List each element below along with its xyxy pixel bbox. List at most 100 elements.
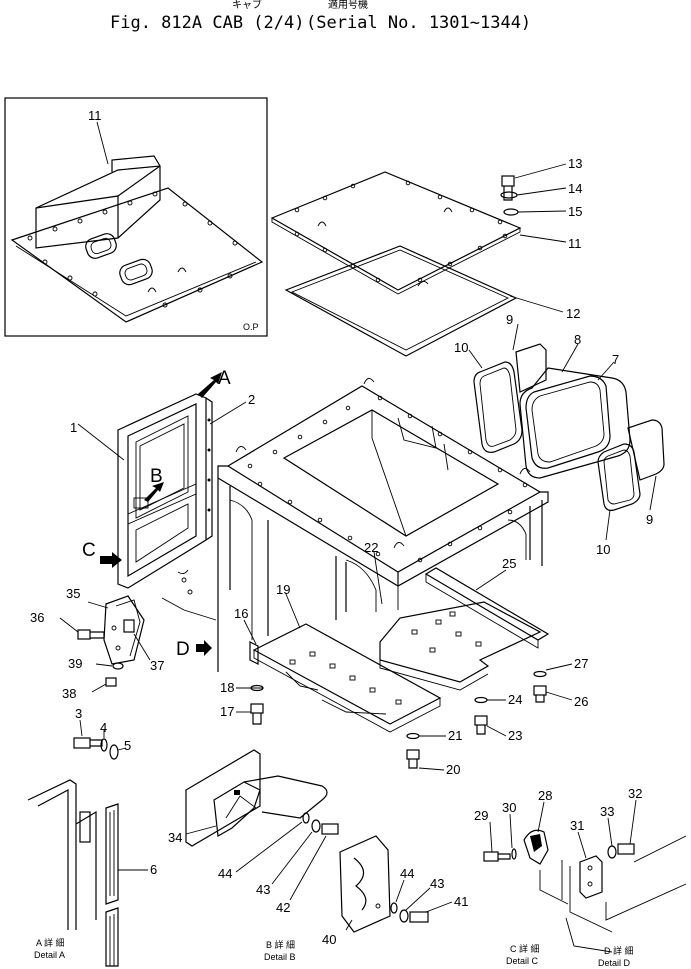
door-glass-upper — [135, 415, 189, 519]
roof-plate-assembly — [270, 163, 567, 357]
part-label-18: 18 — [220, 680, 234, 695]
door-frame — [117, 393, 207, 589]
part-label-44: 44 — [400, 866, 414, 881]
part-label-21: 21 — [448, 728, 462, 743]
part-label-5: 5 — [124, 738, 131, 753]
part-label-42: 42 — [276, 900, 290, 915]
latch-40 — [339, 835, 453, 933]
detail-c-label: Detail C — [506, 956, 539, 966]
part-label-9: 9 — [506, 312, 513, 327]
roof-opening — [282, 409, 500, 537]
view-letter-c: C — [82, 540, 96, 561]
washer-43 — [399, 909, 409, 923]
part-label-20: 20 — [446, 762, 460, 777]
glass-9-upper — [515, 343, 547, 393]
part-label-19: 19 — [276, 582, 290, 597]
part-callouts: 1 2 3 4 5 6 7 8 9 9 10 10 11 12 13 14 15… — [30, 156, 653, 947]
door-glass-lower — [135, 503, 189, 563]
washer-4 — [100, 738, 108, 752]
inset-op-tag: O.P — [243, 322, 259, 332]
floor-plate-assembly — [236, 551, 573, 771]
part-label-35: 35 — [66, 586, 80, 601]
door-assembly — [77, 393, 247, 595]
bolt-20 — [406, 749, 420, 760]
part-label-41: 41 — [454, 894, 468, 909]
part-label-15: 15 — [568, 204, 582, 219]
part-label-9-lower: 9 — [646, 512, 653, 527]
part-label-6: 6 — [150, 862, 157, 877]
seal-strip-6 — [105, 803, 119, 905]
part-label-4: 4 — [100, 720, 107, 735]
bolt-32 — [617, 843, 635, 855]
washer-21 — [406, 732, 420, 740]
view-letter-a: A — [218, 368, 231, 389]
washer-39 — [112, 662, 124, 670]
view-arrow-c — [100, 552, 122, 568]
view-arrows: A B C D — [82, 368, 231, 660]
header-jp-left: キャブ — [232, 0, 262, 11]
washer-27 — [533, 670, 547, 678]
rear-window-assembly — [468, 323, 665, 541]
lock-handle — [243, 775, 328, 819]
cab-top-rim — [226, 385, 542, 573]
part-label-37: 37 — [150, 658, 164, 673]
part-label-44-b: 44 — [218, 866, 232, 881]
part-label-10-lower: 10 — [596, 542, 610, 557]
detail-b-label: Detail B — [264, 952, 296, 962]
washer-30 — [511, 848, 517, 860]
bolt-29 — [483, 851, 499, 862]
inset-duct — [35, 165, 161, 249]
roof-plate — [270, 171, 522, 291]
seal-10-upper — [473, 361, 523, 453]
part-label-31: 31 — [570, 818, 584, 833]
washer-24 — [474, 696, 488, 704]
bolt-36 — [77, 629, 91, 640]
part-label-8: 8 — [574, 332, 581, 347]
detail-a: A 詳 細 Detail A — [27, 719, 148, 967]
bolt-26 — [533, 685, 547, 696]
bolt-23 — [474, 715, 488, 726]
view-letter-b: B — [150, 466, 163, 487]
lock-plate-b — [185, 749, 261, 847]
part-label-17: 17 — [220, 704, 234, 719]
part-label-7: 7 — [612, 352, 619, 367]
bolt-3 — [73, 737, 91, 749]
part-label-2: 2 — [248, 392, 255, 407]
bolt-13 — [501, 175, 515, 187]
latch-plate-40 — [339, 835, 391, 933]
floor-plate-center — [379, 601, 542, 683]
part-label-34: 34 — [168, 830, 182, 845]
door-hinge-strip — [205, 397, 213, 541]
seal-8 — [525, 375, 611, 469]
cab-frame — [161, 378, 549, 672]
part-label-3: 3 — [75, 706, 82, 721]
washer-43-b — [311, 819, 321, 833]
glass-7 — [519, 367, 631, 479]
detail-b-jp: B 詳 細 — [266, 939, 295, 950]
part-label-10: 10 — [454, 340, 468, 355]
part-label-22: 22 — [364, 540, 378, 555]
view-arrow-a — [198, 372, 222, 398]
part-label-27: 27 — [574, 656, 588, 671]
part-label-43-b: 43 — [256, 882, 270, 897]
part-label-13: 13 — [568, 156, 582, 171]
washer-5 — [109, 744, 119, 760]
view-letter-d: D — [176, 639, 190, 660]
part-label-16: 16 — [234, 606, 248, 621]
inset-optional-roof: 11 O.P — [4, 97, 268, 337]
view-arrow-b — [144, 482, 164, 502]
glass-9-lower — [627, 419, 665, 481]
figure-title: Fig. 812A CAB (2/4) — [110, 13, 304, 33]
detail-d-jp: D 詳 細 — [604, 945, 634, 956]
part-label-23: 23 — [508, 728, 522, 743]
inset-roof-plate — [10, 187, 264, 323]
washer-33 — [607, 845, 617, 859]
detail-d: D 詳 細 Detail D — [565, 799, 687, 968]
part-label-32: 32 — [628, 786, 642, 801]
part-label-11: 11 — [568, 236, 582, 251]
bolt-41 — [409, 911, 429, 923]
striker-37 — [123, 619, 135, 633]
view-arrow-d — [196, 640, 212, 656]
detail-a-jp: A 詳 細 — [36, 937, 65, 948]
